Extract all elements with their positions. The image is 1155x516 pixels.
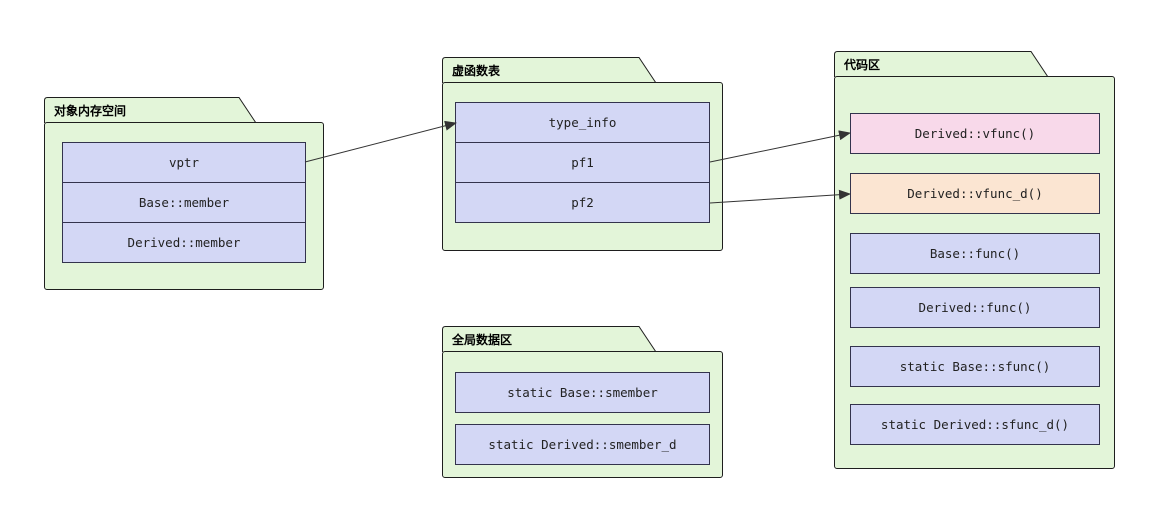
package-global-data: 全局数据区 static Base::smember static Derive…	[442, 326, 723, 478]
package-vtable: 虚函数表 type_info pf1 pf2	[442, 57, 723, 251]
base-func: Base::func()	[850, 233, 1100, 274]
static-derived-sfunc-d: static Derived::sfunc_d()	[850, 404, 1100, 445]
derived-func: Derived::func()	[850, 287, 1100, 328]
base-member-field: Base::member	[62, 182, 306, 223]
type-info-entry: type_info	[455, 102, 710, 143]
derived-vfunc-d: Derived::vfunc_d()	[850, 173, 1100, 214]
edge-pf1-to-derived-vfunc	[709, 130, 851, 163]
package-tab	[44, 97, 257, 124]
pf2-entry: pf2	[455, 182, 710, 223]
derived-vfunc: Derived::vfunc()	[850, 113, 1100, 154]
package-tab	[834, 51, 1049, 78]
static-base-sfunc: static Base::sfunc()	[850, 346, 1100, 387]
package-object-memory: 对象内存空间 vptr Base::member Derived::member	[44, 97, 324, 290]
edge-pf2-to-derived-vfunc-d	[709, 189, 851, 204]
package-tab	[442, 326, 657, 353]
package-title: 代码区	[844, 58, 881, 72]
edge-vptr-to-type-info	[304, 120, 457, 163]
package-title: 对象内存空间	[54, 104, 127, 118]
package-title: 全局数据区	[452, 333, 513, 347]
static-derived-smember-d: static Derived::smember_d	[455, 424, 710, 465]
package-code: 代码区 Derived::vfunc() Derived::vfunc_d() …	[834, 51, 1115, 469]
package-title: 虚函数表	[452, 64, 501, 78]
static-base-smember: static Base::smember	[455, 372, 710, 413]
derived-member-field: Derived::member	[62, 222, 306, 263]
package-tab	[442, 57, 657, 84]
